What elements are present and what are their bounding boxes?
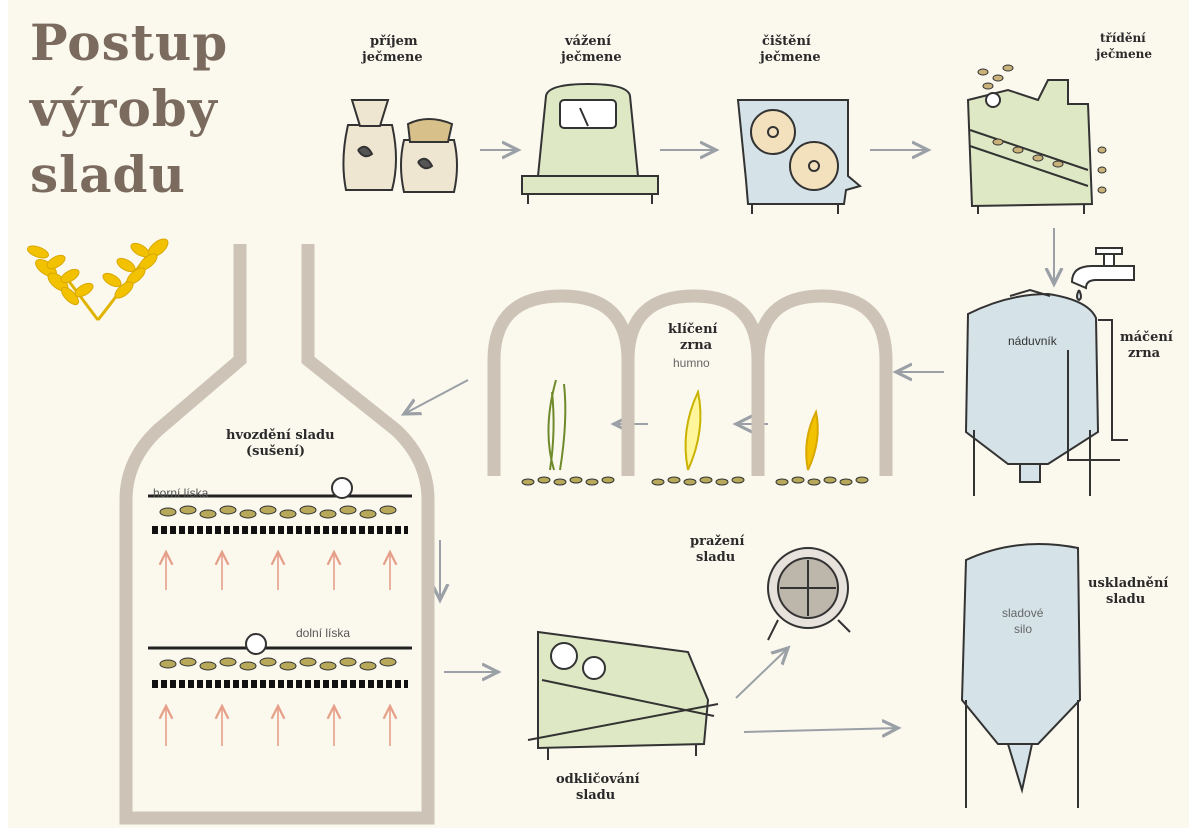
label-vazeni-line1: vážení <box>565 34 611 50</box>
label-vazeni-line2: ječmene <box>561 50 622 66</box>
barley-sacks-illustration <box>343 100 457 192</box>
label-kliceni-line1: klíčení <box>668 322 717 338</box>
label-naduvnik: náduvník <box>1008 334 1057 348</box>
label-prazeni-line2: sladu <box>696 550 735 566</box>
flow-arrows <box>404 150 1054 732</box>
label-cisteni-line1: čištění <box>762 34 811 50</box>
steeping-tank-illustration <box>966 290 1128 496</box>
sprouting-grain-icons <box>548 380 817 470</box>
label-prijem-line1: příjem <box>370 34 418 50</box>
label-maceni-line2: zrna <box>1128 346 1160 362</box>
degerming-machine-illustration <box>528 632 718 760</box>
storage-silo-illustration <box>962 544 1080 808</box>
label-hvozdeni-line2: (sušení) <box>246 444 305 460</box>
label-kliceni-line2: zrna <box>680 338 712 354</box>
water-faucet-icon <box>1072 248 1134 300</box>
label-silo-line1: sladové <box>1002 606 1043 620</box>
label-trideni-line2: ječmene <box>1096 46 1152 62</box>
label-hvozdeni-line1: hvozdění sladu <box>226 428 335 444</box>
label-odklicovani-line2: sladu <box>576 788 615 804</box>
kiln-floors <box>148 478 412 746</box>
label-odklicovani-line1: odkličování <box>556 772 640 788</box>
label-dolni-liska: dolní líska <box>296 626 350 640</box>
label-horni-liska: horní líska <box>153 486 208 500</box>
label-prazeni-line1: pražení <box>690 534 744 550</box>
grain-piles <box>522 477 868 485</box>
label-humno: humno <box>673 356 710 370</box>
diagram-graphics <box>8 0 1189 828</box>
label-maceni-line1: máčení <box>1120 330 1173 346</box>
process-diagram: Postup výroby sladu <box>8 0 1189 828</box>
label-uskladneni-line1: uskladnění <box>1088 576 1168 592</box>
roasting-drum-illustration <box>768 548 850 640</box>
label-trideni-line1: třídění <box>1100 30 1146 46</box>
label-silo-line2: silo <box>1014 622 1032 636</box>
cleaning-machine-illustration <box>738 100 860 214</box>
sorting-machine-illustration <box>968 65 1106 214</box>
label-cisteni-line2: ječmene <box>760 50 821 66</box>
scale-illustration <box>522 84 658 204</box>
label-uskladneni-line2: sladu <box>1106 592 1145 608</box>
wheat-icon <box>26 236 171 320</box>
label-prijem-line2: ječmene <box>362 50 423 66</box>
